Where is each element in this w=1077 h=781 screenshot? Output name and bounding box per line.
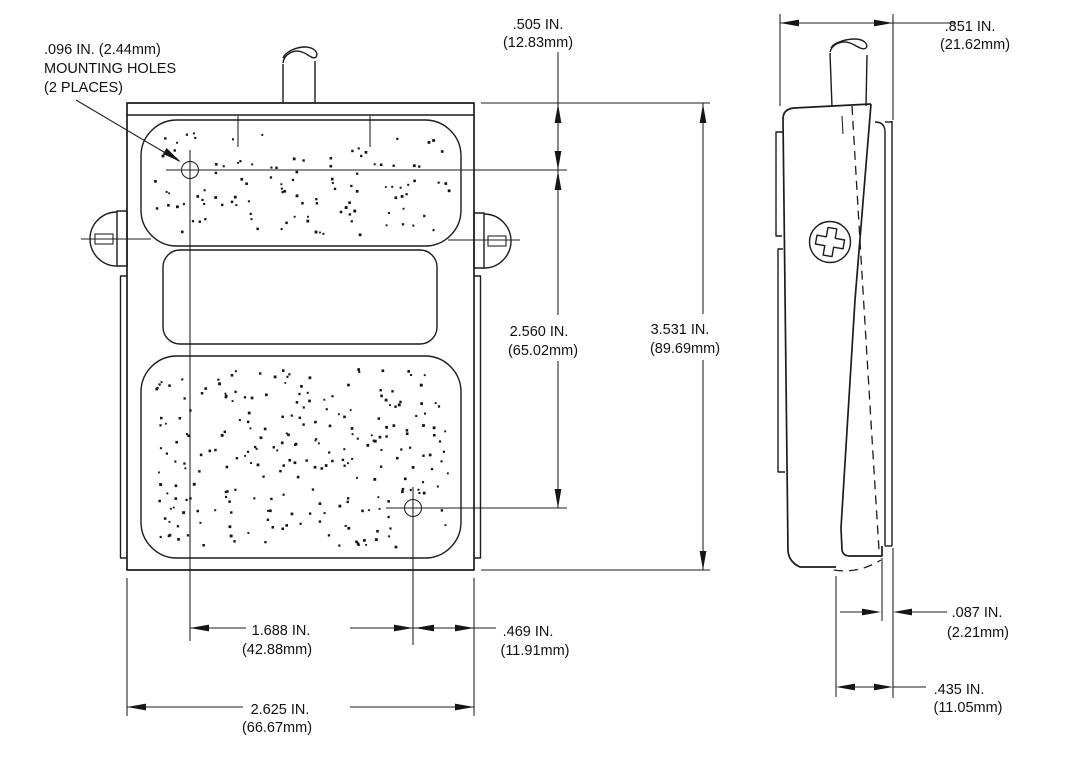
- side-cable-boss-seam: [841, 115, 844, 135]
- tread-stipple-texture: [154, 132, 451, 549]
- dim-hole-right-offset-in: .469 IN.: [503, 624, 554, 640]
- front-view: [89, 46, 512, 571]
- right-base-sliver: [474, 275, 482, 559]
- pedal-lever-left-outline: [782, 103, 872, 568]
- dim-hole-top-offset-mm: (12.83mm): [503, 35, 573, 51]
- dim-base-width-in: .435 IN.: [934, 682, 985, 698]
- dim-hole-vertical-spacing-mm: (65.02mm): [508, 343, 578, 359]
- pivot-screw: [808, 220, 852, 264]
- dim-overall-depth-in: .851 IN.: [945, 19, 996, 35]
- dimension-arrowheads: [127, 19, 912, 711]
- side-cable: [829, 38, 868, 108]
- mounting-note-line1: .096 IN. (2.44mm): [44, 42, 161, 58]
- front-top-tread-pad: [140, 119, 462, 247]
- mounting-note-leader: [75, 99, 180, 162]
- dim-overall-width-in: 2.625 IN.: [251, 702, 310, 718]
- dim-overall-height-mm: (89.69mm): [650, 341, 720, 357]
- mounting-note-line2: MOUNTING HOLES: [44, 61, 176, 77]
- dim-base-width-mm: (11.05mm): [933, 700, 1002, 716]
- leader-arrow: [163, 148, 181, 162]
- dim-base-plate-thickness-mm: (2.21mm): [947, 625, 1009, 641]
- front-label-recess: [162, 249, 438, 345]
- dim-hole-vertical-spacing-in: 2.560 IN.: [510, 324, 569, 340]
- side-rib-lower: [777, 248, 785, 473]
- dimension-lines: [75, 14, 955, 716]
- left-base-sliver: [119, 275, 127, 559]
- base-plate: [874, 121, 893, 547]
- side-rib-upper: [775, 131, 783, 237]
- dim-hole-horizontal-spacing-in: 1.688 IN.: [252, 623, 311, 639]
- side-view: [775, 38, 893, 572]
- dim-overall-width-mm: (66.67mm): [242, 720, 312, 736]
- front-housing-outline: [126, 102, 475, 571]
- dim-hole-right-offset-mm: (11.91mm): [500, 643, 569, 659]
- annotations: .096 IN. (2.44mm) MOUNTING HOLES (2 PLAC…: [44, 17, 1010, 736]
- dim-hole-top-offset-in: .505 IN.: [513, 17, 564, 33]
- dim-hole-horizontal-spacing-mm: (42.88mm): [242, 642, 312, 658]
- phillips-cross-icon: [814, 226, 846, 258]
- front-bottom-tread-pad: [140, 355, 462, 559]
- dim-overall-height-in: 3.531 IN.: [651, 322, 710, 338]
- dim-base-plate-thickness-in: .087 IN.: [952, 605, 1003, 621]
- pedal-lever-right-outline: [840, 103, 883, 557]
- dim-overall-depth-mm: (21.62mm): [940, 37, 1010, 53]
- pedal-depressed-position-dashed: [851, 105, 880, 551]
- pedal-depressed-foot-dashed: [833, 559, 882, 572]
- mounting-note-line3: (2 PLACES): [44, 80, 123, 96]
- front-cable: [282, 46, 318, 103]
